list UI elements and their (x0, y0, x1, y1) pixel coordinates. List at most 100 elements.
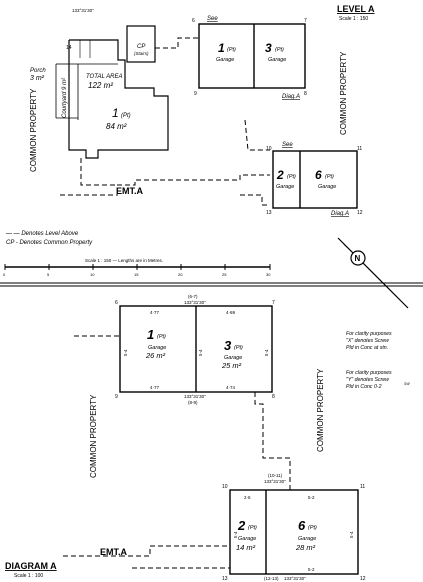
da-corner-8: 8 (272, 394, 275, 400)
total-area-value: 122 m² (88, 81, 113, 90)
da-dim-54b: 5·4 (198, 349, 203, 356)
level-a-common-right: COMMON PROPERTY (339, 51, 348, 135)
da-top-brg2: 133°31'30" (184, 300, 206, 305)
diagram-a-title: DIAGRAM A (5, 561, 57, 571)
see-top: See (207, 16, 218, 22)
da-emt: EMT.A (100, 547, 128, 557)
note2-line1: For clarity purposes (346, 370, 392, 376)
da-corner-6: 6 (115, 300, 118, 306)
lot1-area: 84 m² (106, 122, 127, 131)
cp-stairs-box (126, 25, 156, 63)
garages-2-6 (272, 150, 358, 209)
da-lot6-number: 6 (298, 518, 306, 533)
da-lot1-area: 26 m² (145, 351, 166, 360)
da-lot1-label: Garage (148, 345, 166, 351)
da-bot-brg2: (8-9) (188, 400, 198, 405)
da-lot2-label: Garage (238, 536, 256, 542)
da-corner-7: 7 (272, 300, 275, 306)
da-corner-10: 10 (222, 484, 228, 490)
da-lot6-area: 28 m² (295, 543, 316, 552)
porch-label: Porch (30, 68, 46, 74)
da-lot3-number: 3 (224, 338, 232, 353)
da-lot2-area: 14 m² (236, 543, 256, 552)
diag-top: Diag.A (282, 94, 300, 100)
g1-label: Garage (216, 57, 234, 63)
diagram-a-scale: Scale 1 : 100 (14, 573, 43, 579)
corner-6: 6 (192, 18, 195, 24)
da-dim-26: 2·6 (244, 495, 251, 500)
g6-label: Garage (318, 184, 336, 190)
da-bot-brg: 133°31'30" (184, 394, 206, 399)
legend-line-1: — — Denotes Level Above (5, 231, 79, 237)
svg-text:N: N (355, 254, 361, 263)
scale-tick-10: 10 (90, 272, 95, 277)
level-a-title: LEVEL A (337, 4, 375, 14)
level-a-common-left: COMMON PROPERTY (29, 88, 38, 172)
scale-tick-30: 30 (266, 272, 271, 277)
g1-pt: (Pt) (227, 47, 236, 53)
note1-line3: Pld in Conc at stn. (346, 345, 388, 351)
da-lot6-pt: (Pt) (308, 525, 317, 531)
scale-tick-25: 25 (222, 272, 227, 277)
da-dim-54e: 5·4 (349, 531, 354, 538)
da-top2-brg2: 133°31'30" (264, 479, 286, 484)
note2-sup: SW (404, 382, 410, 386)
g3-number: 3 (265, 41, 272, 55)
da-lot1-number: 1 (147, 327, 154, 342)
total-area-label: TOTAL AREA (86, 74, 122, 80)
da-lot2-pt: (Pt) (248, 525, 257, 531)
garages-1-3 (198, 23, 306, 89)
da-dim-54d: 5·4 (233, 531, 238, 538)
corner-7: 7 (304, 18, 307, 24)
da-dashed-level-above (63, 335, 291, 569)
north-arrow-icon: N (337, 237, 409, 309)
da-dim-469: 4·69 (226, 310, 236, 315)
da-corner-9: 9 (115, 394, 118, 400)
g3-label: Garage (268, 57, 286, 63)
lot1-pt: (Pt) (121, 113, 131, 119)
corner-12: 12 (357, 210, 363, 216)
diag-bottom: Diag.A (331, 211, 349, 217)
level-a-dim-top: 133°31'30" (72, 8, 94, 13)
corner-11: 11 (357, 146, 362, 152)
da-lot3-pt: (Pt) (234, 345, 243, 351)
corner-13: 13 (266, 210, 272, 216)
g1-number: 1 (218, 41, 225, 55)
scale-tick-20: 20 (178, 272, 183, 277)
corner-10: 10 (266, 146, 272, 152)
da-lot2-number: 2 (237, 518, 246, 533)
da-lot3-area: 25 m² (221, 361, 242, 370)
g2-number: 2 (276, 168, 284, 182)
da-top-brg: (6-7) (188, 294, 198, 299)
da-corner-12: 12 (360, 576, 366, 582)
cp-label: CP (137, 44, 145, 50)
da-dim-474: 4·74 (226, 385, 236, 390)
corner-8: 8 (304, 91, 307, 97)
da-lot6-label: Garage (298, 536, 316, 542)
courtyard-label: Courtyard 9 m² (62, 77, 68, 118)
dashed-level-above (60, 37, 270, 206)
scale-bar (4, 264, 271, 270)
g2-pt: (Pt) (287, 174, 296, 180)
note2-line2: "Y" denotes Screw (346, 377, 390, 383)
corner-9: 9 (194, 91, 197, 97)
g2-label: Garage (276, 184, 294, 190)
note1-line2: "X" denotes Screw (346, 338, 390, 344)
scale-tick-5: 5 (47, 272, 50, 277)
da-common-right: COMMON PROPERTY (316, 368, 325, 452)
porch-area: 3 m² (30, 75, 45, 82)
da-lot1-pt: (Pt) (157, 334, 166, 340)
da-corner-13: 13 (222, 576, 228, 582)
g6-number: 6 (315, 168, 322, 182)
da-dim-477b: 4·77 (150, 385, 160, 390)
scale-tick-0: 0 (3, 272, 6, 277)
level-a-emt: EMT.A (116, 186, 144, 196)
da-lot3-label: Garage (224, 355, 242, 361)
note2-line3: Pld in Conc 0·2 (346, 384, 382, 390)
da-corner-11: 11 (360, 484, 365, 490)
scale-tick-15: 15 (134, 272, 139, 277)
level-a-scale: Scale 1 : 150 (339, 16, 368, 22)
cp-sub: (Stairs) (134, 51, 149, 56)
note1-line1: For clarity purposes (346, 331, 392, 337)
